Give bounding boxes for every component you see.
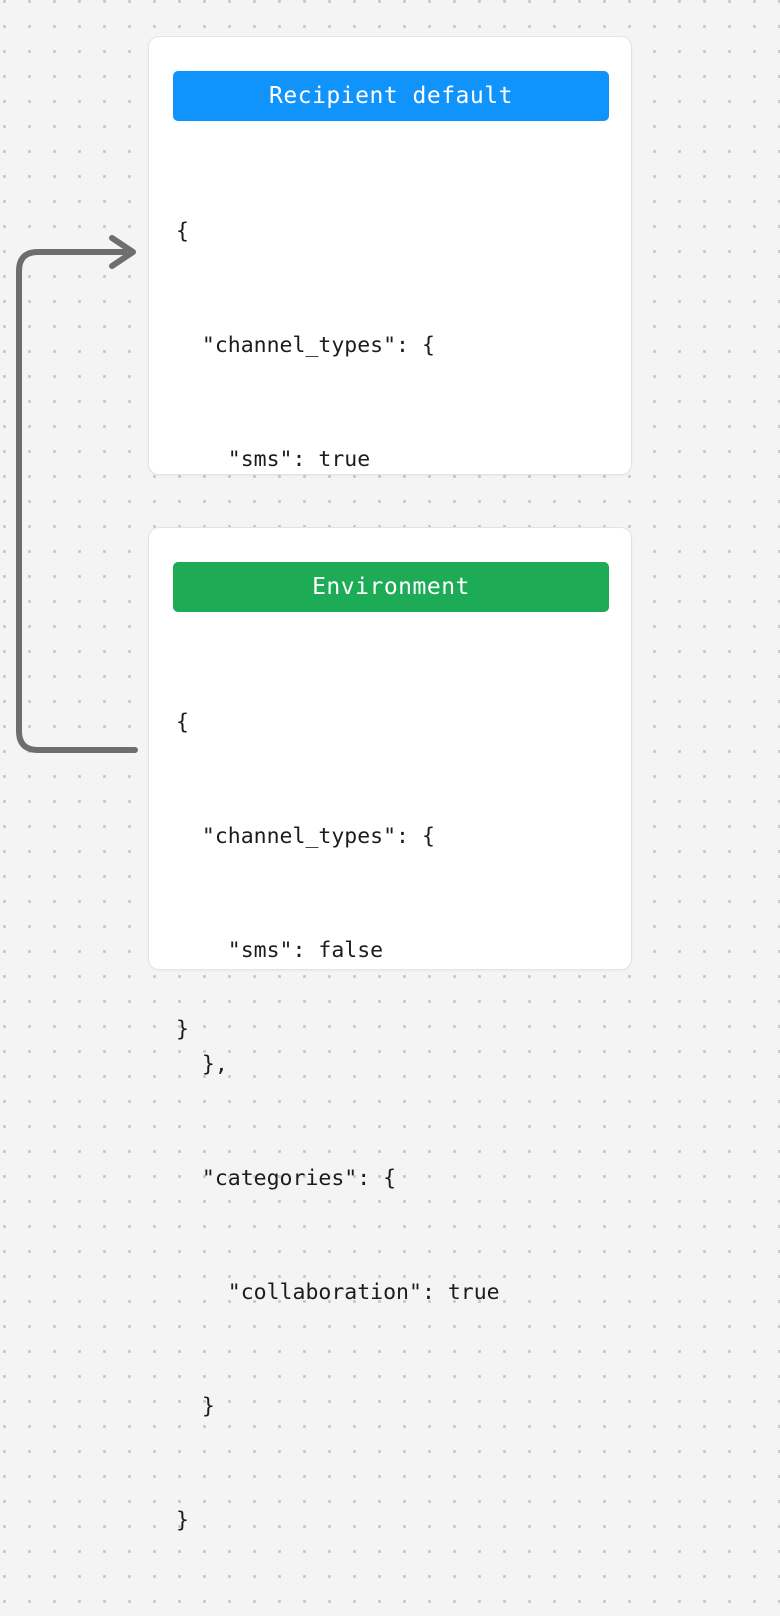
card-environment[interactable]: Environment { "channel_types": { "sms": …	[148, 527, 632, 1533]
json-line: "sms": true	[176, 447, 371, 472]
json-line: "collaboration": true	[176, 1280, 500, 1305]
card-header-label: Environment	[312, 574, 470, 600]
json-line: "categories": {	[176, 1166, 397, 1191]
json-line: },	[176, 1052, 228, 1077]
json-line: }	[176, 1394, 215, 1419]
override-arrow	[16, 235, 138, 753]
card-header-label: Recipient default	[269, 83, 513, 109]
diagram-canvas: Recipient default { "channel_types": { "…	[16, 36, 632, 1533]
json-line: "sms": false	[176, 938, 384, 963]
json-line: "channel_types": {	[176, 824, 435, 849]
arrow-path	[16, 249, 138, 753]
json-line: {	[176, 219, 189, 244]
json-body-environment: { "channel_types": { "sms": false }, "ca…	[176, 628, 617, 1616]
card-header-recipient-default: Recipient default	[173, 71, 609, 121]
card-recipient-default[interactable]: Recipient default { "channel_types": { "…	[148, 36, 632, 1042]
json-line: "channel_types": {	[176, 333, 435, 358]
json-line: }	[176, 1508, 189, 1533]
card-header-environment: Environment	[173, 562, 609, 612]
json-line: {	[176, 710, 189, 735]
arrow-head-icon	[109, 235, 136, 269]
